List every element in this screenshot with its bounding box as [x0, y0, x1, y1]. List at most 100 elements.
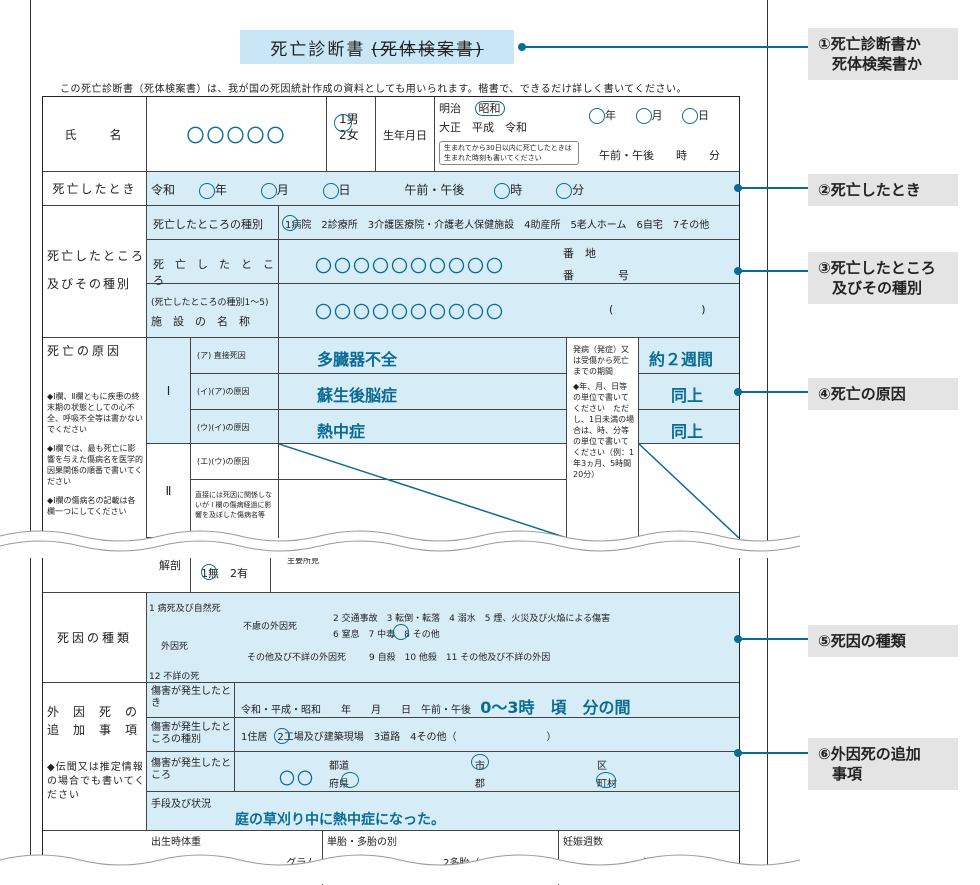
ii-note: 直接には死因に関係しないが I 欄の傷病経過に影響を及ぼした傷病名等 — [191, 480, 279, 538]
birth-time[interactable]: 午前・午後 時 分 — [599, 149, 720, 162]
external-label-cell: 外 因 死 の 追 加 事 項 ◆伝聞又は推定情報の場合でも書いてください — [43, 682, 147, 830]
kind-unnatural: 不慮の外因死 — [243, 622, 298, 632]
cause-label-cell: 死亡の原因 ◆Ⅰ欄、Ⅱ欄ともに疾患の終末期の状態としての心不全、呼吸不全等は書か… — [43, 338, 147, 538]
inj-place-label: 傷害が発生したところ — [147, 752, 235, 792]
document-title: 死亡診断書 (死体検案書) — [240, 30, 514, 64]
callout-line-4 — [738, 391, 808, 393]
inj-time-label: 傷害が発生したとき — [147, 682, 235, 718]
banchi: 番 地 — [563, 247, 596, 260]
birth-label: 生年月日 — [375, 97, 435, 172]
sex-circle — [334, 114, 352, 132]
kind-o1[interactable]: 9 自殺 10 他殺 11 その他及び不詳の外因 — [369, 653, 551, 663]
callout-5: ⑤死因の種類 — [808, 625, 958, 657]
callout-1: ①死亡診断書か 死体検案書か — [808, 28, 958, 80]
place-type-label: 死亡したところの種別 — [147, 206, 279, 240]
cause-row-label-d: (エ)(ウ)の原因 — [191, 444, 279, 480]
cause-row-value-c[interactable]: 熱中症 — [279, 410, 567, 444]
era-meiji: 明治 — [439, 102, 461, 115]
page-break-top — [0, 530, 801, 558]
ban: 番 号 — [563, 269, 629, 282]
callout-dot-3 — [734, 267, 742, 275]
fuken: 府県 — [329, 779, 349, 790]
instruction-note: この死亡診断書（死体検案書）は、我が国の死因統計作成の資料としても用いられます。… — [60, 84, 687, 95]
inj-place-types[interactable]: 1住居 2工場及び建築現場 3道路 4その他（ ） — [235, 718, 739, 752]
cause-row-label-b: (イ)(ア)の原因 — [191, 374, 279, 410]
death-time-field[interactable]: 令和 年 月 日 午前・午後 時 分 — [151, 182, 585, 199]
callout-line-2 — [738, 187, 808, 189]
gun: 郡 — [475, 779, 485, 790]
kind-label: 死因の種類 — [43, 592, 147, 682]
kind-l1[interactable]: 1 病死及び自然死 — [149, 604, 221, 614]
onset-value-a[interactable]: 約２週間 — [639, 338, 739, 374]
blank-slash-lines — [279, 444, 739, 538]
birth-label-cell — [43, 830, 147, 885]
inj-time-field[interactable]: 令和・平成・昭和 年 月 日 午前・午後 0〜3時 頃 分の間 — [235, 682, 739, 718]
shi-circle — [471, 754, 489, 770]
facility-value[interactable]: 〇〇〇〇〇〇〇〇〇〇 — [279, 284, 739, 338]
callout-dot-6 — [734, 749, 742, 757]
inj-place-value: 〇〇 — [279, 769, 316, 788]
roman-1: Ⅰ — [147, 338, 191, 444]
title-main: 死亡診断書 — [270, 39, 366, 60]
kind-u1[interactable]: 2 交通事故 3 転倒・転落 4 溺水 5 煙、火災及び火焔による傷害 — [333, 614, 611, 624]
callout-dot-5 — [734, 635, 742, 643]
cause-row-label-c: (ウ)(イ)の原因 — [191, 410, 279, 444]
title-struck: (死体検案書) — [371, 39, 484, 60]
era-showa: 昭和 — [474, 101, 505, 116]
method-label: 手段及び状況 — [151, 799, 211, 810]
method-value[interactable]: 庭の草刈り中に熱中症になった。 — [235, 812, 445, 828]
cause-row-label-a: (ア) 直接死因 — [191, 338, 279, 374]
facility-label-cell: (死亡したところの種別1〜5) 施 設 の 名 称 — [147, 284, 279, 338]
cause-label: 死亡の原因 — [47, 344, 123, 358]
choson-circle — [596, 772, 616, 788]
death-place-label: 死亡したところ 及びその種別 — [43, 206, 147, 338]
onset-value-b[interactable]: 同上 — [639, 374, 739, 410]
todo: 都道 — [329, 761, 349, 772]
callout-dot-2 — [734, 184, 742, 192]
callout-line-1 — [522, 46, 808, 48]
year-circle — [589, 108, 605, 124]
ii-value[interactable] — [279, 480, 567, 538]
cause-row-value-d[interactable] — [279, 444, 567, 480]
facility-paren: ( ) — [609, 303, 706, 316]
month-circle — [635, 108, 652, 124]
name-row — [43, 97, 739, 172]
name-label: 氏 名 — [43, 97, 147, 172]
callout-6: ⑥外因死の追加 事項 — [808, 738, 958, 790]
place-value[interactable]: 〇〇〇〇〇〇〇〇〇〇 — [279, 240, 739, 284]
death-certificate-form: 氏 名 〇〇〇〇〇 1男 2女 生年月日 明治 昭和 大正 平成 令和 年 月 … — [42, 96, 740, 885]
callout-3: ③死亡したところ 及びその種別 — [808, 252, 958, 304]
kind-circle — [393, 624, 409, 640]
birth-small-note: 生まれてから30日以内に死亡したときは生まれた時刻も書いてください — [439, 141, 579, 165]
era-line1: 明治 昭和 — [439, 100, 505, 116]
callout-line-5 — [738, 638, 808, 640]
callout-line-6 — [738, 752, 808, 754]
cause-row-value-b[interactable]: 蘇生後脳症 — [279, 374, 567, 410]
onset-value-c[interactable]: 同上 — [639, 410, 739, 444]
era-line2: 大正 平成 令和 — [439, 121, 527, 134]
ku: 区 — [597, 761, 607, 772]
callout-dot-4 — [734, 388, 742, 396]
inj-type-circle — [274, 728, 290, 744]
external-bg — [147, 682, 739, 830]
name-value[interactable]: 〇〇〇〇〇 — [147, 97, 327, 172]
place-label: 死 亡 し た と こ ろ — [147, 240, 285, 287]
death-time-label: 死亡したとき — [43, 172, 147, 206]
inj-place-field[interactable] — [235, 752, 739, 792]
kind-u2[interactable]: 6 窒息 7 中毒 8 その他 — [333, 630, 440, 640]
callout-line-3 — [738, 270, 808, 272]
page-break-bottom — [0, 854, 801, 884]
kind-l12[interactable]: 12 不詳の死 — [149, 672, 200, 682]
death-time-bg — [147, 172, 739, 206]
onset-label-cell: 発病（発症）又は受傷から死亡までの期間 ◆年、月、日等の単位で書いてください た… — [567, 338, 639, 538]
inj-place-type-label: 傷害が発生したところの種別 — [147, 718, 235, 752]
kind-ext: 外因死 — [161, 642, 189, 652]
death-place-bg — [147, 206, 739, 338]
cause-row-value-a[interactable]: 多臓器不全 — [279, 338, 567, 374]
autopsy-main: 主要所見 — [271, 552, 739, 592]
place-type-circle — [282, 215, 298, 231]
autopsy-circle — [201, 564, 217, 580]
day-circle — [682, 108, 698, 124]
birth-ymd[interactable]: 年 月 日 — [589, 107, 709, 124]
place-types[interactable]: 1病院 2診療所 3介護医療院・介護老人保健施設 4助産所 5老人ホーム 6自宅… — [279, 206, 739, 240]
